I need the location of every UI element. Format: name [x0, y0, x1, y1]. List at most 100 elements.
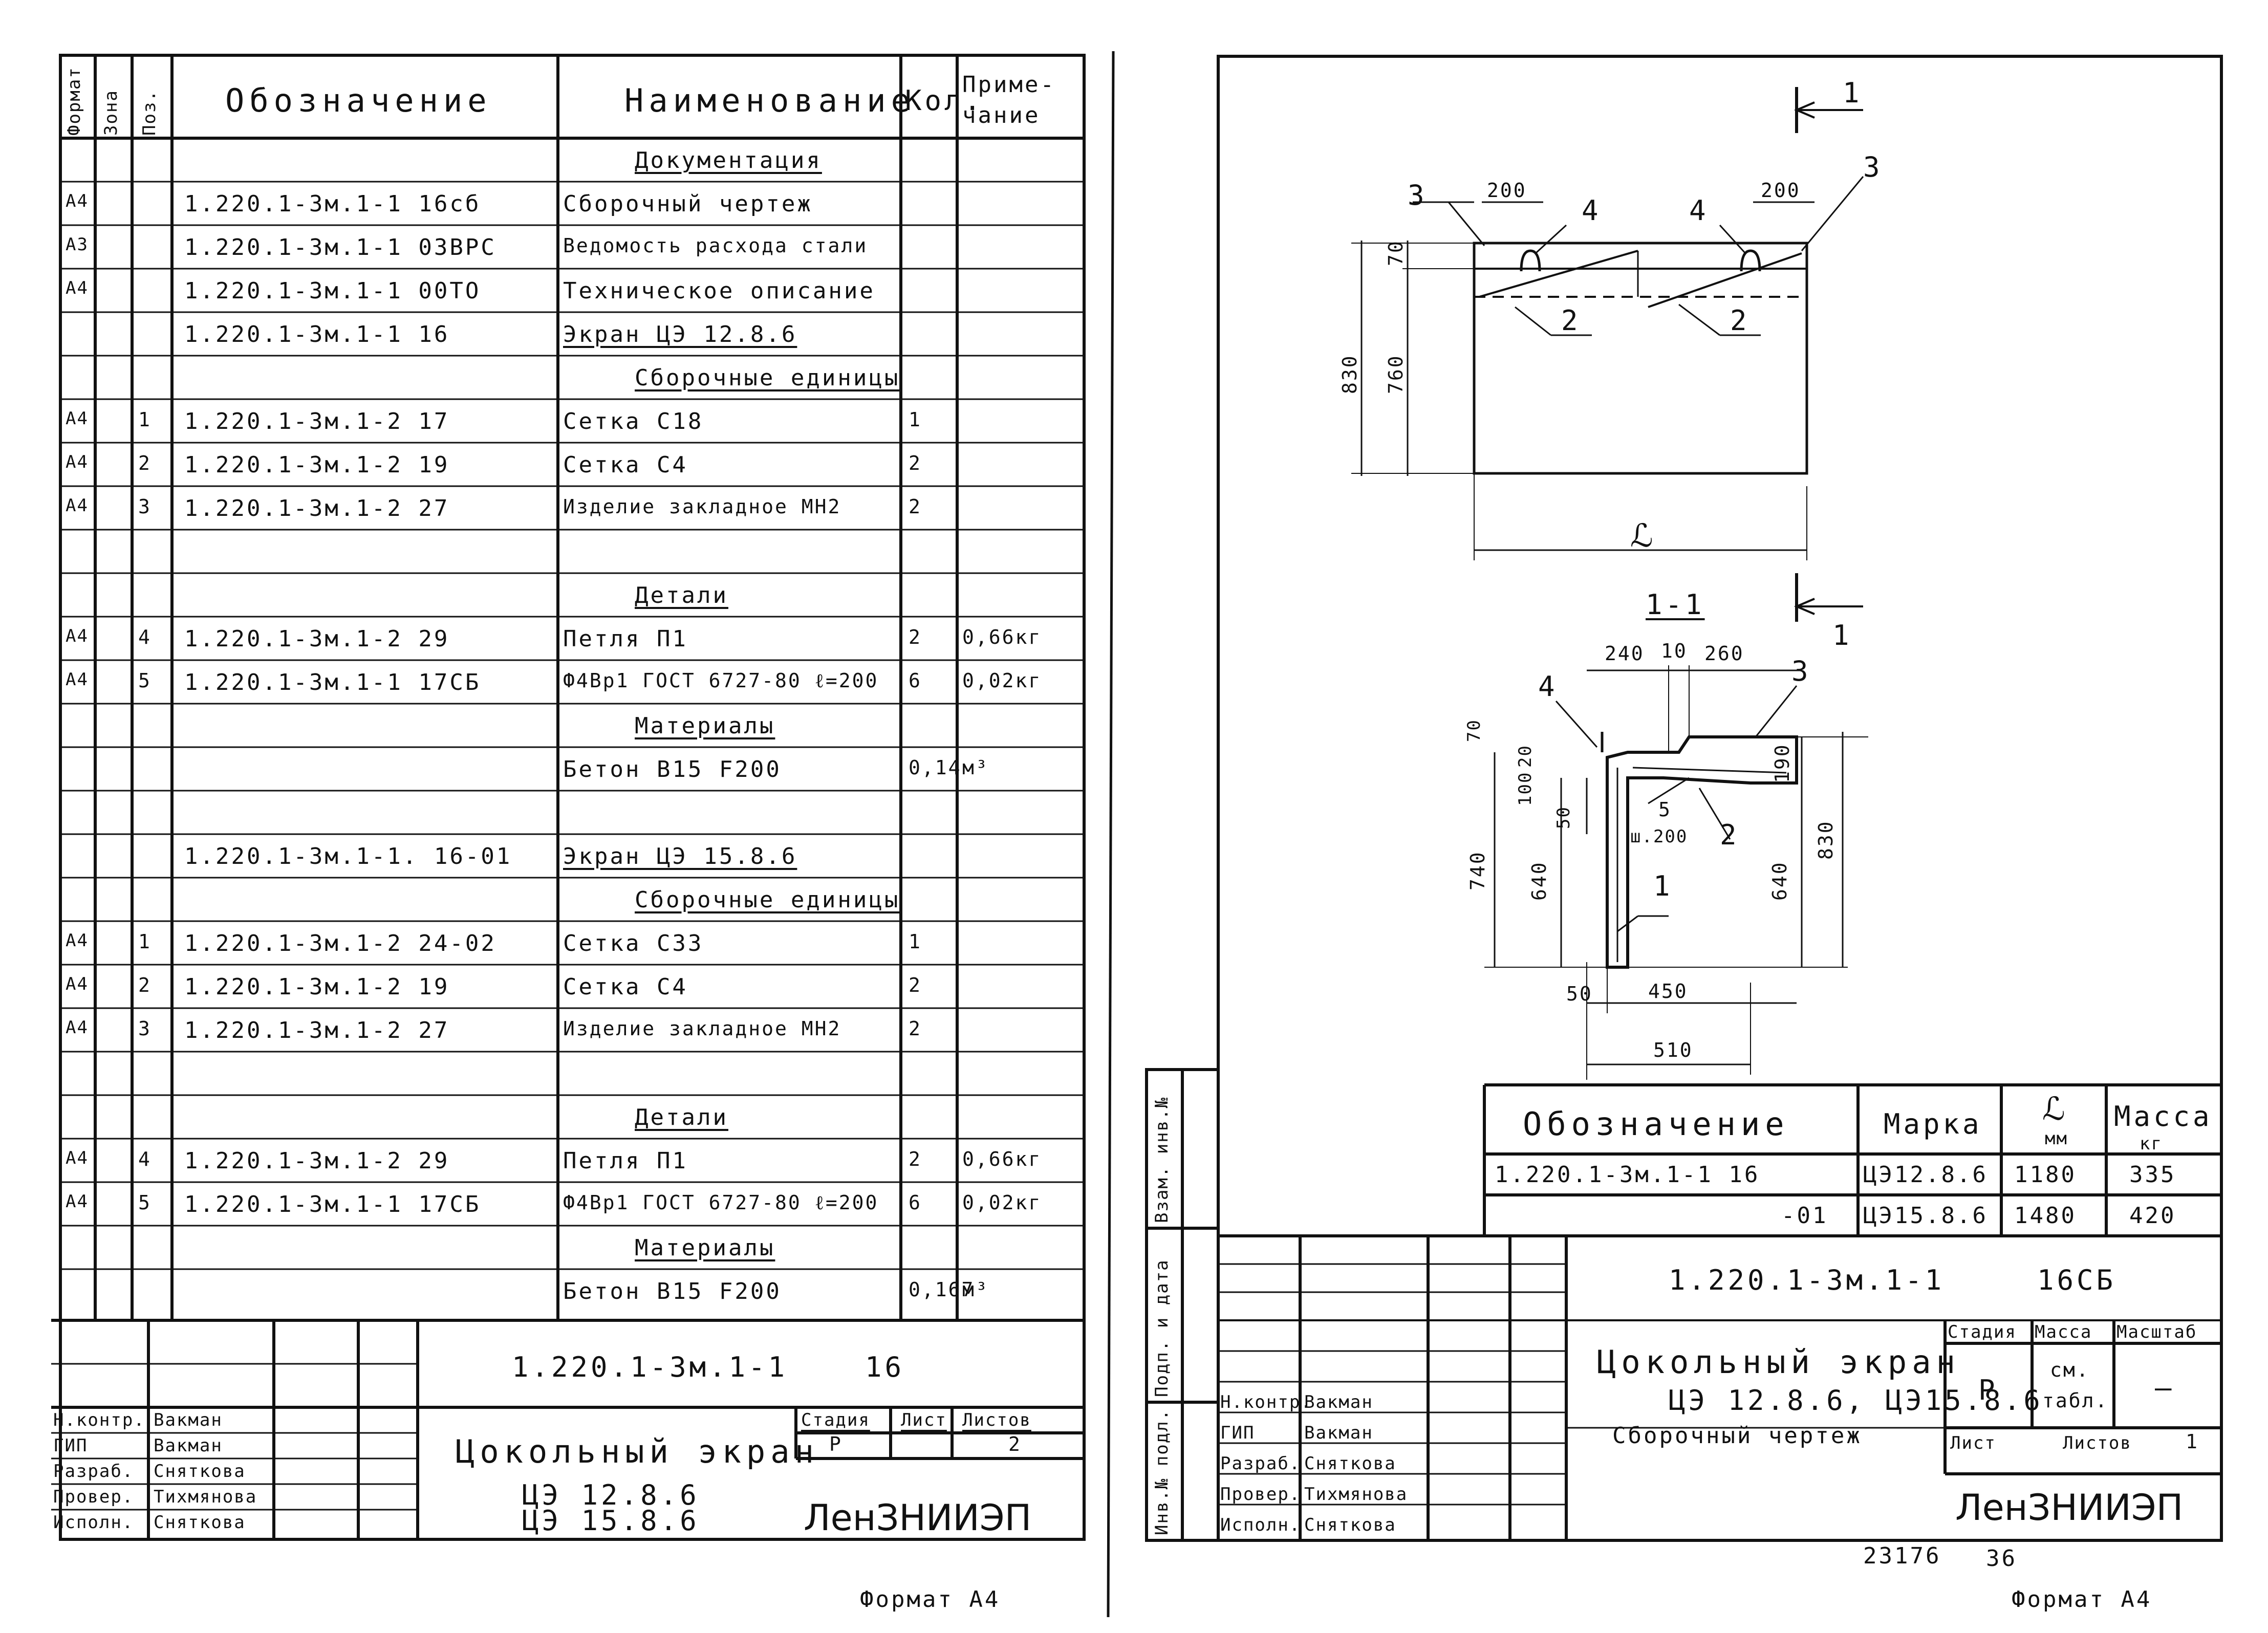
signature-role: ГИП	[53, 1435, 88, 1456]
row-format: А4	[66, 452, 89, 472]
row-note: 0,02кг	[962, 1191, 1042, 1214]
dim-640-b: 640	[1768, 861, 1791, 901]
row-name: Изделие закладное МН2	[563, 1017, 841, 1040]
row-format: А4	[66, 278, 89, 298]
right-title: Цокольный экран	[1597, 1343, 1960, 1381]
signature-role: Разраб.	[1220, 1453, 1301, 1474]
row-name: Сетка С18	[563, 408, 704, 434]
dim-640-a: 640	[1528, 861, 1550, 901]
spec-row1-designation: 1.220.1-3м.1-1 16	[1495, 1162, 1760, 1188]
row-format: А4	[66, 495, 89, 516]
row-designation: 1.220.1-3м.1-1 00ТО	[184, 278, 481, 304]
row-designation: 1.220.1-3м.1-2 27	[184, 1017, 450, 1043]
callout-4-b: 4	[1689, 194, 1709, 227]
spec-row1-mark: ЦЭ12.8.6	[1863, 1162, 1988, 1188]
signature-role: Провер.	[1220, 1484, 1301, 1505]
elevation-view	[1351, 87, 1864, 560]
callout-3-section: 3	[1791, 655, 1811, 687]
right-marks: ЦЭ 12.8.6, ЦЭ15.8.6	[1669, 1384, 2043, 1417]
signature-name: Сняткова	[154, 1461, 246, 1482]
row-name: Детали	[635, 582, 728, 608]
dim-70-section: 70	[1464, 719, 1484, 742]
archive-number: 23176	[1863, 1543, 1941, 1569]
dim-510: 510	[1653, 1039, 1693, 1061]
dim-sh200: ш.200	[1630, 826, 1688, 847]
row-pos: 5	[138, 1191, 152, 1214]
row-name: Ф4Вр1 ГОСТ 6727-80 ℓ=200	[563, 669, 879, 692]
row-designation: 1.220.1-3м.1-2 19	[184, 974, 450, 1000]
dim-50: 50	[1553, 806, 1574, 829]
signature-role: Н.контр.	[53, 1410, 145, 1430]
row-note: 0,66кг	[962, 626, 1042, 648]
header-note-2: чание	[962, 102, 1041, 128]
right-subtitle: Сборочный чертеж	[1612, 1423, 1862, 1449]
archive-page: 36	[1986, 1545, 2017, 1572]
row-format: А4	[66, 191, 89, 211]
row-format: А4	[66, 974, 89, 994]
row-designation: 1.220.1-3м.1-2 29	[184, 1148, 450, 1174]
right-scale-label: Масштаб	[2116, 1322, 2197, 1342]
row-designation: 1.220.1-3м.1-1 16сб	[184, 191, 481, 217]
left-sheet-label: Лист	[901, 1410, 947, 1430]
row-name: Детали	[635, 1104, 728, 1130]
row-designation: 1.220.1-3м.1-2 17	[184, 408, 450, 434]
callout-2-b: 2	[1730, 304, 1750, 337]
row-qty: 0,14	[909, 756, 962, 779]
header-note-1: Приме-	[962, 72, 1056, 98]
row-pos: 4	[138, 626, 152, 648]
header-name: Наименование	[624, 82, 915, 119]
row-designation: 1.220.1-3м.1-1 16	[184, 321, 450, 347]
row-pos: 4	[138, 1148, 152, 1170]
signature-role: Разраб.	[53, 1461, 134, 1482]
signature-name: Тихмянова	[1304, 1484, 1408, 1505]
row-qty: 6	[909, 1191, 922, 1214]
row-designation: 1.220.1-3м.1-1. 16-01	[184, 843, 512, 869]
right-scale: —	[2155, 1371, 2175, 1404]
signature-name: Вакман	[154, 1410, 223, 1430]
row-name: Сборочные единицы	[635, 887, 900, 913]
row-qty: 2	[909, 974, 922, 996]
row-name: Сборочные единицы	[635, 365, 900, 391]
row-pos: 3	[138, 1017, 152, 1040]
row-note: м³	[962, 756, 989, 779]
row-name: Сборочный чертеж	[563, 191, 813, 217]
section-view	[1484, 573, 1868, 1080]
section-marker-top: 1	[1843, 77, 1863, 109]
signature-name: Сняткова	[1304, 1515, 1396, 1535]
row-qty: 0,167	[909, 1278, 975, 1301]
right-format-label: Формат А4	[2012, 1586, 2152, 1613]
row-qty: 2	[909, 1148, 922, 1170]
row-name: Материалы	[635, 1235, 775, 1261]
row-format: А4	[66, 1148, 89, 1168]
row-qty: 2	[909, 495, 922, 518]
callout-3-a: 3	[1408, 179, 1428, 211]
row-pos: 2	[138, 974, 152, 996]
spec-row2-designation: -01	[1781, 1203, 1828, 1229]
dim-50-bottom: 50	[1566, 983, 1593, 1005]
left-title: Цокольный экран	[456, 1433, 819, 1470]
row-qty: 2	[909, 1017, 922, 1040]
signature-name: Сняткова	[1304, 1453, 1396, 1474]
dim-830-section: 830	[1815, 820, 1837, 860]
left-stage: Р	[829, 1433, 843, 1455]
left-marks-1: ЦЭ 12.8.6	[522, 1479, 700, 1511]
row-pos: 1	[138, 930, 152, 953]
right-mass-label: Масса	[2035, 1322, 2092, 1342]
row-name: Сетка С33	[563, 930, 704, 956]
dim-240: 240	[1605, 642, 1645, 665]
callout-4-section: 4	[1538, 670, 1558, 703]
dim-70: 70	[1385, 239, 1407, 266]
row-name: Техническое описание	[563, 278, 875, 304]
row-name: Изделие закладное МН2	[563, 495, 841, 518]
spec-header-mass: Масса	[2114, 1100, 2213, 1133]
row-pos: 2	[138, 452, 152, 474]
dim-760: 760	[1385, 354, 1407, 394]
row-name: Бетон В15 F200	[563, 756, 782, 782]
header-format: Формат	[64, 67, 84, 136]
dim-20: 20	[1515, 745, 1536, 768]
signature-role: ГИП	[1220, 1423, 1255, 1443]
dim-100: 100	[1515, 771, 1536, 806]
spec-row2-mass: 420	[2129, 1203, 2176, 1229]
right-stage: Р	[1978, 1374, 1998, 1406]
spec-row1-L: 1180	[2014, 1162, 2077, 1188]
